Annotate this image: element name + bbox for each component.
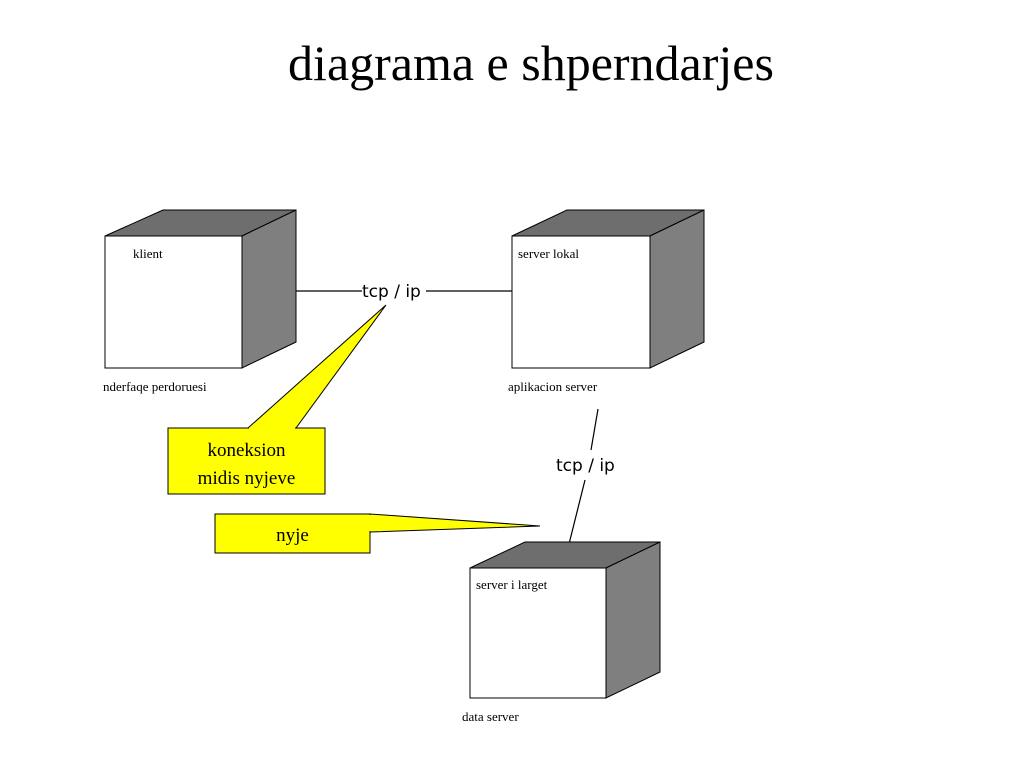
node-server-lokal-caption: aplikacion server [508, 379, 598, 394]
node-server-i-larget-face [469, 567, 607, 699]
node-server-lokal-label: server lokal [518, 246, 579, 261]
node-server-i-larget-caption: data server [462, 709, 519, 724]
node-server-i-larget-label: server i larget [476, 577, 548, 592]
node-klient-label: klient [133, 246, 163, 261]
callout-node-note-box [214, 513, 371, 554]
callout-connection-note-line-2: midis nyjeve [198, 468, 296, 489]
callout-connection-note: koneksion midis nyjeve [167, 304, 387, 495]
callout-node-note-pointer [369, 513, 541, 533]
node-server-lokal: server lokal aplikacion server [508, 209, 705, 394]
connection-line-upper [590, 408, 599, 451]
callout-node-note: nyje [214, 513, 541, 554]
node-klient-side [241, 209, 297, 369]
connection-label-tcp-ip-2: tcp / ip [556, 456, 615, 476]
connection-klient-server-lokal: tcp / ip [270, 282, 512, 302]
node-server-lokal-side [649, 209, 705, 369]
diagram-title: diagrama e shperndarjes [288, 35, 774, 91]
node-server-lokal-face [511, 235, 651, 369]
node-server-i-larget-side [605, 541, 661, 699]
node-klient-face [104, 235, 243, 369]
callout-connection-note-box [167, 427, 326, 495]
connection-server-lokal-data-server: tcp / ip [556, 408, 615, 557]
node-klient: klient nderfaqe perdoruesi [103, 209, 297, 394]
node-server-i-larget: server i larget data server [462, 541, 661, 724]
callout-connection-note-line-1: koneksion [207, 440, 286, 461]
node-klient-caption: nderfaqe perdoruesi [103, 379, 207, 394]
callout-node-note-text: nyje [276, 525, 309, 546]
connection-label-tcp-ip-1: tcp / ip [362, 282, 421, 302]
